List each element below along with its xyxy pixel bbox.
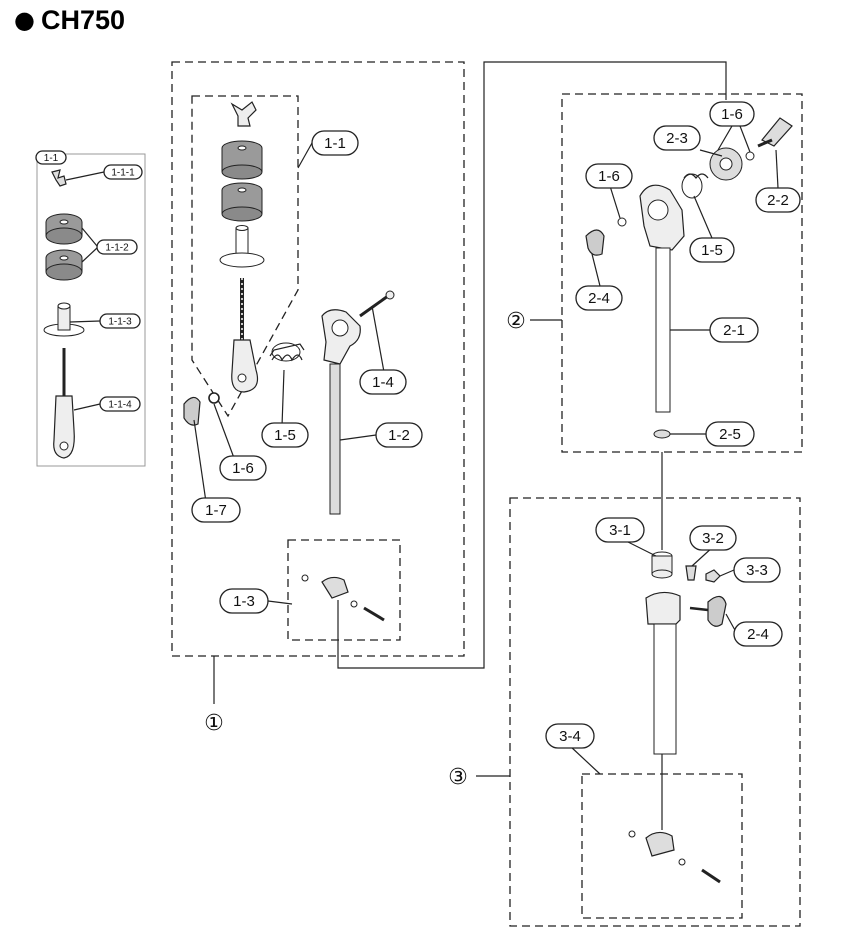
inset-label: 1-1-1 [111,168,135,179]
model-name: CH750 [40,5,125,35]
part-label: 3-2 [702,530,724,547]
spring-icon [681,173,709,199]
page-title: ● CH750 [14,4,125,36]
clamp-icon [628,754,721,884]
inset-panel: 1-1 [35,150,146,467]
part-label: 1-6 [598,168,620,185]
inset-header-pill [35,150,67,165]
part-label: 1-2 [388,427,410,444]
clamp-icon [301,574,385,622]
part-label: 1-5 [274,427,296,444]
spindle-icon [231,278,259,393]
part-label: 3-4 [559,728,581,745]
inset-header-label: 1-1 [44,153,59,164]
part-label: 3-3 [746,562,768,579]
part-label: 2-2 [767,192,789,209]
washer-icon [208,392,220,404]
group-number: ② [506,309,526,334]
part-label: 1-6 [721,106,743,123]
part-label: 1-3 [233,593,255,610]
screw-icon [359,290,395,318]
felt-washer-small-icon [45,249,83,281]
knob-icon [757,117,793,148]
group-number: ③ [448,765,468,790]
tube-icon [645,591,681,755]
bullet-icon: ● [14,6,35,34]
inset-label: 1-1-2 [105,243,129,254]
part-label: 1-1 [324,135,346,152]
part-label: 2-4 [747,626,769,643]
part-label: 3-1 [609,522,631,539]
part-label: 2-1 [723,322,745,339]
part-label: 1-6 [232,460,254,477]
part-label: 1-4 [372,374,394,391]
nut-icon [653,429,671,439]
sleeve-icon [219,225,265,268]
felt-washer-icon [221,182,263,222]
part-label: 1-7 [205,502,227,519]
group-1: 1-1 1-2 1-3 1-4 1-5 1-6 1-7 ① [171,61,465,736]
part-label: 2-5 [719,426,741,443]
inset-label: 1-1-3 [108,317,132,328]
felt-washer-icon [221,140,263,180]
cap-icon [709,147,743,181]
part-label: 1-5 [701,242,723,259]
knob-icon [183,396,201,426]
nut-icon [705,569,721,583]
group-2: ② [506,93,803,453]
group-3: ③ [448,497,801,927]
part-label: 2-3 [666,130,688,147]
part-label: 2-4 [588,290,610,307]
knob-icon [585,229,605,256]
spring-icon [269,342,305,362]
sleeve-small-icon [43,302,85,337]
wing-nut-icon [230,101,257,127]
group-number: ① [204,711,224,736]
adapter-icon [651,551,673,579]
arm-icon [639,184,685,413]
connector-line [337,61,727,669]
wing-nut-small-icon [51,169,67,187]
arm-bracket-icon [321,309,361,515]
clip-icon [685,565,697,581]
knob-icon [689,595,727,627]
spindle-small-icon [53,348,75,459]
felt-washer-small-icon [45,213,83,245]
inset-label: 1-1-4 [108,400,132,411]
washer-icon [745,151,755,161]
washer-icon [617,217,627,227]
